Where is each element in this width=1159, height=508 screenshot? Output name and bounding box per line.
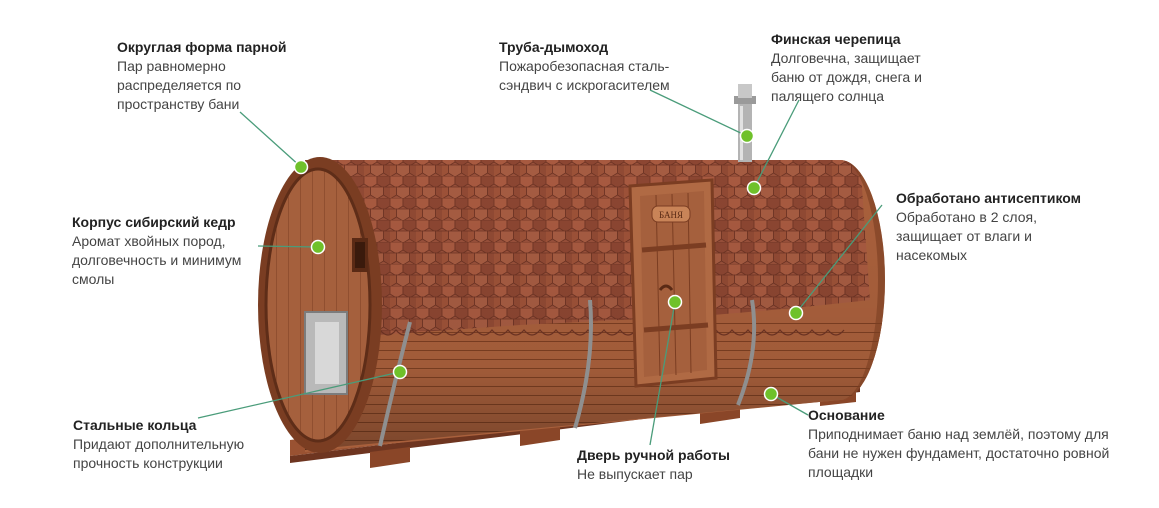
- marker-cedar: [310, 239, 326, 255]
- callout-line: Не выпускает пар: [577, 466, 693, 482]
- callout-rings: Стальные кольца Придают дополнительную п…: [73, 416, 244, 473]
- callout-description: Обработано в 2 слоя, защищает от влаги и…: [896, 208, 1081, 265]
- callout-title: Стальные кольца: [73, 417, 197, 433]
- callout-antiseptic: Обработано антисептиком Обработано в 2 с…: [896, 189, 1081, 265]
- callout-description: Приподнимает баню над землёй, поэтому дл…: [808, 425, 1109, 482]
- callout-description: Долговечна, защищает баню от дождя, снег…: [771, 49, 922, 106]
- callout-description: Не выпускает пар: [577, 465, 730, 484]
- leader-lines: [197, 89, 883, 446]
- callout-line: Приподнимает баню над землёй, поэтому дл…: [808, 426, 1109, 442]
- marker-round-shape: [293, 159, 309, 175]
- sauna-body: [305, 160, 885, 452]
- callout-line: Обработано в 2 слоя,: [896, 209, 1038, 225]
- marker-base: [763, 386, 779, 402]
- marker-tiles: [746, 180, 762, 196]
- callout-description: Пар равномерно распределяется по простра…: [117, 57, 287, 114]
- callout-title: Округлая форма парной: [117, 39, 287, 55]
- callout-line: Аромат хвойных пород,: [72, 233, 226, 249]
- callout-line: Пар равномерно: [117, 58, 226, 74]
- callout-tiles: Финская черепица Долговечна, защищает ба…: [771, 30, 922, 106]
- callout-description: Аромат хвойных пород, долговечность и ми…: [72, 232, 241, 289]
- callout-door: Дверь ручной работы Не выпускает пар: [577, 446, 730, 484]
- callout-round-shape: Округлая форма парной Пар равномерно рас…: [117, 38, 287, 114]
- callout-line: распределяется по: [117, 77, 242, 93]
- callout-line: защищает от влаги и: [896, 228, 1032, 244]
- callout-cedar: Корпус сибирский кедр Аромат хвойных пор…: [72, 213, 241, 289]
- callout-line: насекомых: [896, 247, 968, 263]
- callout-line: бани не нужен фундамент, достаточно ровн…: [808, 445, 1110, 461]
- markers: [293, 128, 804, 402]
- marker-door: [667, 294, 683, 310]
- callout-description: Пожаробезопасная сталь- сэндвич с искрог…: [499, 57, 670, 95]
- chimney: [734, 84, 756, 162]
- callout-base: Основание Приподнимает баню над землёй, …: [808, 406, 1109, 482]
- marker-rings: [392, 364, 408, 380]
- callout-line: Придают дополнительную: [73, 436, 245, 452]
- callout-title: Основание: [808, 407, 885, 423]
- callout-line: долговечность и минимум: [72, 252, 242, 268]
- callout-chimney: Труба-дымоход Пожаробезопасная сталь- сэ…: [499, 38, 670, 95]
- door-sign: БАНЯ: [659, 210, 683, 220]
- steel-rings: [378, 299, 757, 447]
- marker-chimney: [739, 128, 755, 144]
- callout-title: Корпус сибирский кедр: [72, 214, 236, 230]
- callout-line: пространству бани: [117, 96, 240, 112]
- callout-line: баню от дождя, снега и: [771, 69, 922, 85]
- callout-line: сэндвич с искрогасителем: [499, 77, 670, 93]
- callout-line: площадки: [808, 464, 874, 480]
- callout-title: Финская черепица: [771, 31, 901, 47]
- front-end-wall: [258, 157, 382, 453]
- marker-antiseptic: [788, 305, 804, 321]
- callout-description: Придают дополнительную прочность констру…: [73, 435, 244, 473]
- callout-line: Долговечна, защищает: [771, 50, 921, 66]
- callout-title: Обработано антисептиком: [896, 190, 1082, 206]
- callout-line: смолы: [72, 271, 115, 287]
- callout-title: Дверь ручной работы: [577, 447, 731, 463]
- callout-title: Труба-дымоход: [499, 39, 609, 55]
- door: БАНЯ: [628, 178, 718, 388]
- callout-line: Пожаробезопасная сталь-: [499, 58, 670, 74]
- callout-line: прочность конструкции: [73, 455, 223, 471]
- callout-line: палящего солнца: [771, 88, 885, 104]
